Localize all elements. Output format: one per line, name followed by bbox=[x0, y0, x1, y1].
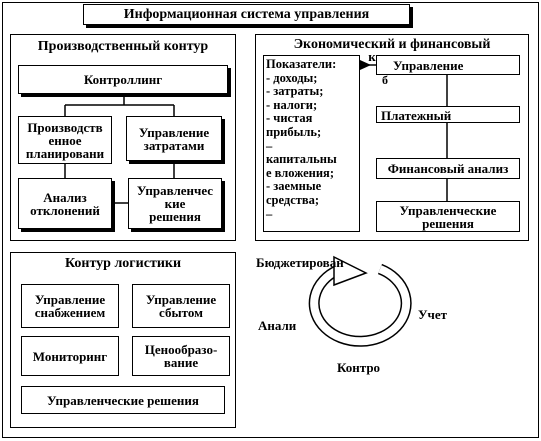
controlling-label: Контроллинг bbox=[83, 72, 163, 87]
monitoring-label: Мониторинг bbox=[32, 348, 108, 364]
pricing-line-1: Ценообразо- bbox=[144, 342, 218, 357]
production-decisions-box: Управленчес кие решения bbox=[128, 178, 222, 229]
pricing-line-2: вание bbox=[163, 355, 199, 370]
cost-management-line-2: затратами bbox=[143, 137, 205, 153]
economic-decisions-box: Управленческие решения bbox=[376, 201, 520, 232]
supply-line-1: Управление bbox=[34, 292, 106, 307]
logistics-decisions-box: Управленческие решения bbox=[21, 386, 225, 414]
production-decisions-line-3: решения bbox=[149, 209, 201, 224]
indicator-item: – bbox=[266, 206, 273, 221]
production-contour-title: Производственный контур bbox=[37, 39, 209, 54]
main-title: Информационная система управления bbox=[83, 4, 410, 25]
cycle-accounting: Учет bbox=[418, 307, 448, 322]
indicator-item: средства; bbox=[266, 192, 320, 207]
cost-management-line-1: Управление bbox=[138, 124, 210, 140]
indicator-item: - чистая bbox=[266, 111, 313, 126]
analysis-line-2: отклонений bbox=[30, 202, 100, 218]
planning-box: Производств енное планировани bbox=[18, 116, 112, 164]
sales-line-1: Управление bbox=[145, 292, 217, 307]
logistics-contour-title: Контур логистики bbox=[64, 256, 182, 271]
indicator-item: - доходы; bbox=[266, 70, 318, 85]
cost-management-box: Управление затратами bbox=[126, 116, 222, 161]
monitoring-box: Мониторинг bbox=[21, 336, 119, 376]
economic-management-box: Управление bbox=[376, 55, 520, 75]
indicator-item: капитальны bbox=[266, 152, 337, 167]
payment-box: Платежный bbox=[376, 106, 520, 123]
analysis-line-1: Анализ bbox=[43, 189, 87, 205]
economic-management-overflow: б bbox=[382, 73, 388, 87]
pricing-box: Ценообразо- вание bbox=[132, 336, 230, 376]
indicator-item: - налоги; bbox=[266, 97, 318, 112]
indicators-box: Показатели: - доходы; - затраты; - налог… bbox=[263, 55, 360, 232]
planning-line-2: енное bbox=[48, 132, 82, 148]
indicator-item: - заемные bbox=[266, 179, 322, 194]
economic-decisions-line-2: решения bbox=[422, 215, 474, 231]
cycle-budgeting: Бюджетирован bbox=[256, 255, 344, 270]
production-decisions-line-1: Управленчес bbox=[136, 183, 214, 198]
economic-contour-title: Экономический и финансовый bbox=[293, 37, 491, 52]
logistics-decisions-label: Управленческие решения bbox=[47, 392, 199, 408]
indicator-item: – bbox=[266, 138, 273, 153]
payment-label: Платежный bbox=[381, 108, 452, 123]
sales-box: Управление сбытом bbox=[132, 284, 230, 328]
economic-decisions-line-1: Управленческие bbox=[399, 202, 497, 218]
production-decisions-line-2: кие bbox=[164, 196, 186, 211]
controlling-box: Контроллинг bbox=[18, 65, 228, 94]
sales-line-2: сбытом bbox=[159, 305, 203, 320]
supply-box: Управление снабжением bbox=[21, 284, 119, 328]
indicator-item: е вложения; bbox=[266, 165, 334, 180]
cycle-control: Контро bbox=[337, 360, 381, 375]
supply-line-2: снабжением bbox=[34, 305, 106, 320]
indicators-list: Показатели: - доходы; - затраты; - налог… bbox=[266, 57, 337, 221]
fin-analysis-label: Финансовый анализ bbox=[387, 161, 509, 176]
fin-analysis-box: Финансовый анализ bbox=[376, 158, 520, 179]
indicator-item: - затраты; bbox=[266, 84, 324, 99]
main-title-text: Информационная система управления bbox=[123, 7, 370, 22]
indicator-item: прибыль; bbox=[266, 124, 322, 139]
analysis-box: Анализ отклонений bbox=[18, 178, 112, 229]
indicator-item: Показатели: bbox=[266, 57, 337, 71]
economic-contour-title-overflow: к bbox=[368, 49, 376, 64]
planning-line-3: планировани bbox=[25, 145, 105, 161]
planning-line-1: Производств bbox=[27, 119, 103, 135]
cycle-analysis: Анали bbox=[258, 318, 297, 333]
economic-management-label: Управление bbox=[393, 58, 464, 73]
